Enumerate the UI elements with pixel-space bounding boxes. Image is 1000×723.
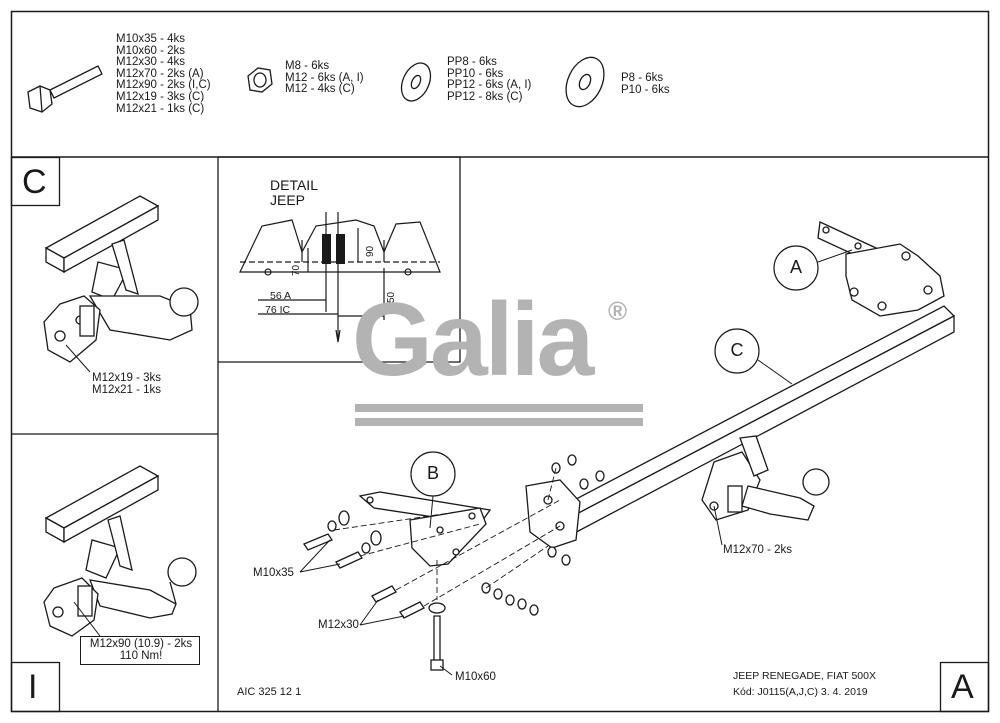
leader-m12x30-a [359,599,379,626]
leader-m10x35-a [299,539,331,573]
washer-pp-spec: PP12 - 6ks (A, I) [447,79,532,92]
bolt-spec: M10x60 - 2ks [116,44,186,57]
leader-c-bolts [65,344,91,373]
callout-circle-c [714,328,760,374]
variant-letter-i: I [28,668,38,706]
left-end-plate [525,479,581,549]
bolt-spec: M10x35 - 4ks [116,33,186,45]
dim-70: 70 [291,264,302,276]
bolt-spec: M12x21 - 1ks (C) [116,102,205,115]
callout-b: B [426,463,439,483]
torque-spec: 110 Nm! [119,649,163,662]
registered-mark: ® [608,296,628,326]
detail-title-line1: DETAIL [270,177,318,193]
vehicle-name: JEEP RENEGADE, FIAT 500X [733,670,876,682]
washer-pp-spec: PP8 - 6ks [447,56,497,68]
nut-icon [247,67,273,93]
washer-p-spec: P10 - 6ks [621,83,670,96]
washer-pp-list: PP8 - 6ks PP10 - 6ks PP12 - 6ks (A, I) P… [447,56,532,103]
variant-letter-a: A [951,668,974,706]
tow-ball [802,468,830,496]
letter-box-a [939,661,990,713]
letter-box-i [10,661,61,713]
label-m12x70: M12x70 - 2ks [723,544,793,556]
bolt-list: M10x35 - 4ks M10x60 - 2ks M12x30 - 4ks M… [116,33,211,115]
detail-title: DETAIL JEEP [270,178,318,208]
washer-p-icon [565,56,605,108]
outer-frame [10,10,990,713]
washer-p-spec: P8 - 6ks [621,72,664,84]
callout-c: C [730,340,744,360]
bolt-icon [27,65,103,113]
washer-pp-spec: PP12 - 8ks (C) [447,90,523,103]
code-date: Kód: J0115(A,J,C) 3. 4. 2019 [733,686,868,698]
dim-76ic: 76 IC [265,304,291,316]
nut-spec: M12 - 4ks (C) [285,83,355,96]
label-m12x30: M12x30 [318,619,359,631]
letter-box-c [10,156,61,207]
bolt-spec: M12x30 - 4ks [116,56,186,69]
variant-letter-c: C [22,163,47,201]
drawing-code: AIC 325 12 1 [237,686,302,698]
leader-m10x60 [439,665,453,676]
nut-spec: M8 - 6ks [285,60,330,72]
leader-b [429,495,434,529]
bolt-spec: M12x21 - 1ks [92,383,162,396]
detail-title-line2: JEEP [270,192,306,208]
leader-m10x35-b [299,563,341,573]
nut-spec: M12 - 6ks (A, I) [285,71,364,84]
detail-drawing [239,212,441,343]
nut-list: M8 - 6ks M12 - 6ks (A, I) M12 - 4ks (C) [285,60,364,96]
variant-i-drawing [43,465,197,637]
bolt-spec: M12x19 - 3ks [92,372,162,384]
detail-bolt-right [336,234,345,264]
callout-a: A [789,257,802,277]
detail-box [218,156,461,363]
detail-bolt-left [322,234,331,264]
galia-logo: Galia [352,282,594,398]
bolt-spec: M12x90 (10.9) - 2ks [89,638,193,650]
main-assembly [303,221,956,671]
bolt-spec: M12x19 - 3ks (C) [116,90,205,103]
leader-c [757,359,793,385]
bolt-spec: M12x90 - 2ks (I,C) [116,79,211,92]
leader-m12x70 [713,505,723,546]
bolt-spec: M12x70 - 2ks (A) [116,67,204,80]
label-m10x60: M10x60 [455,671,496,683]
washer-pp-spec: PP10 - 6ks [447,67,504,80]
leader-i-bolts [73,601,101,637]
dim-90: 90 [365,245,376,257]
bracket-b-plate [409,507,487,567]
torque-note-box [80,636,200,665]
callout-circle-a [773,245,819,291]
leader-a [817,249,853,263]
assembly-lines [333,467,561,607]
leader-m12x30-b [359,615,405,626]
label-m10x35: M10x35 [253,567,294,579]
washer-pp-icon [400,62,432,102]
washer-p-list: P8 - 6ks P10 - 6ks [621,72,670,96]
logo-bars [355,404,643,426]
dim-56a: 56 A [270,290,292,302]
variant-c-drawing [43,195,199,363]
variant-i-bolt-note: M12x90 (10.9) - 2ks 110 Nm! [82,638,200,662]
variant-c-bolt-list: M12x19 - 3ks M12x21 - 1ks [92,372,162,396]
bracket-a-plate [845,243,945,317]
